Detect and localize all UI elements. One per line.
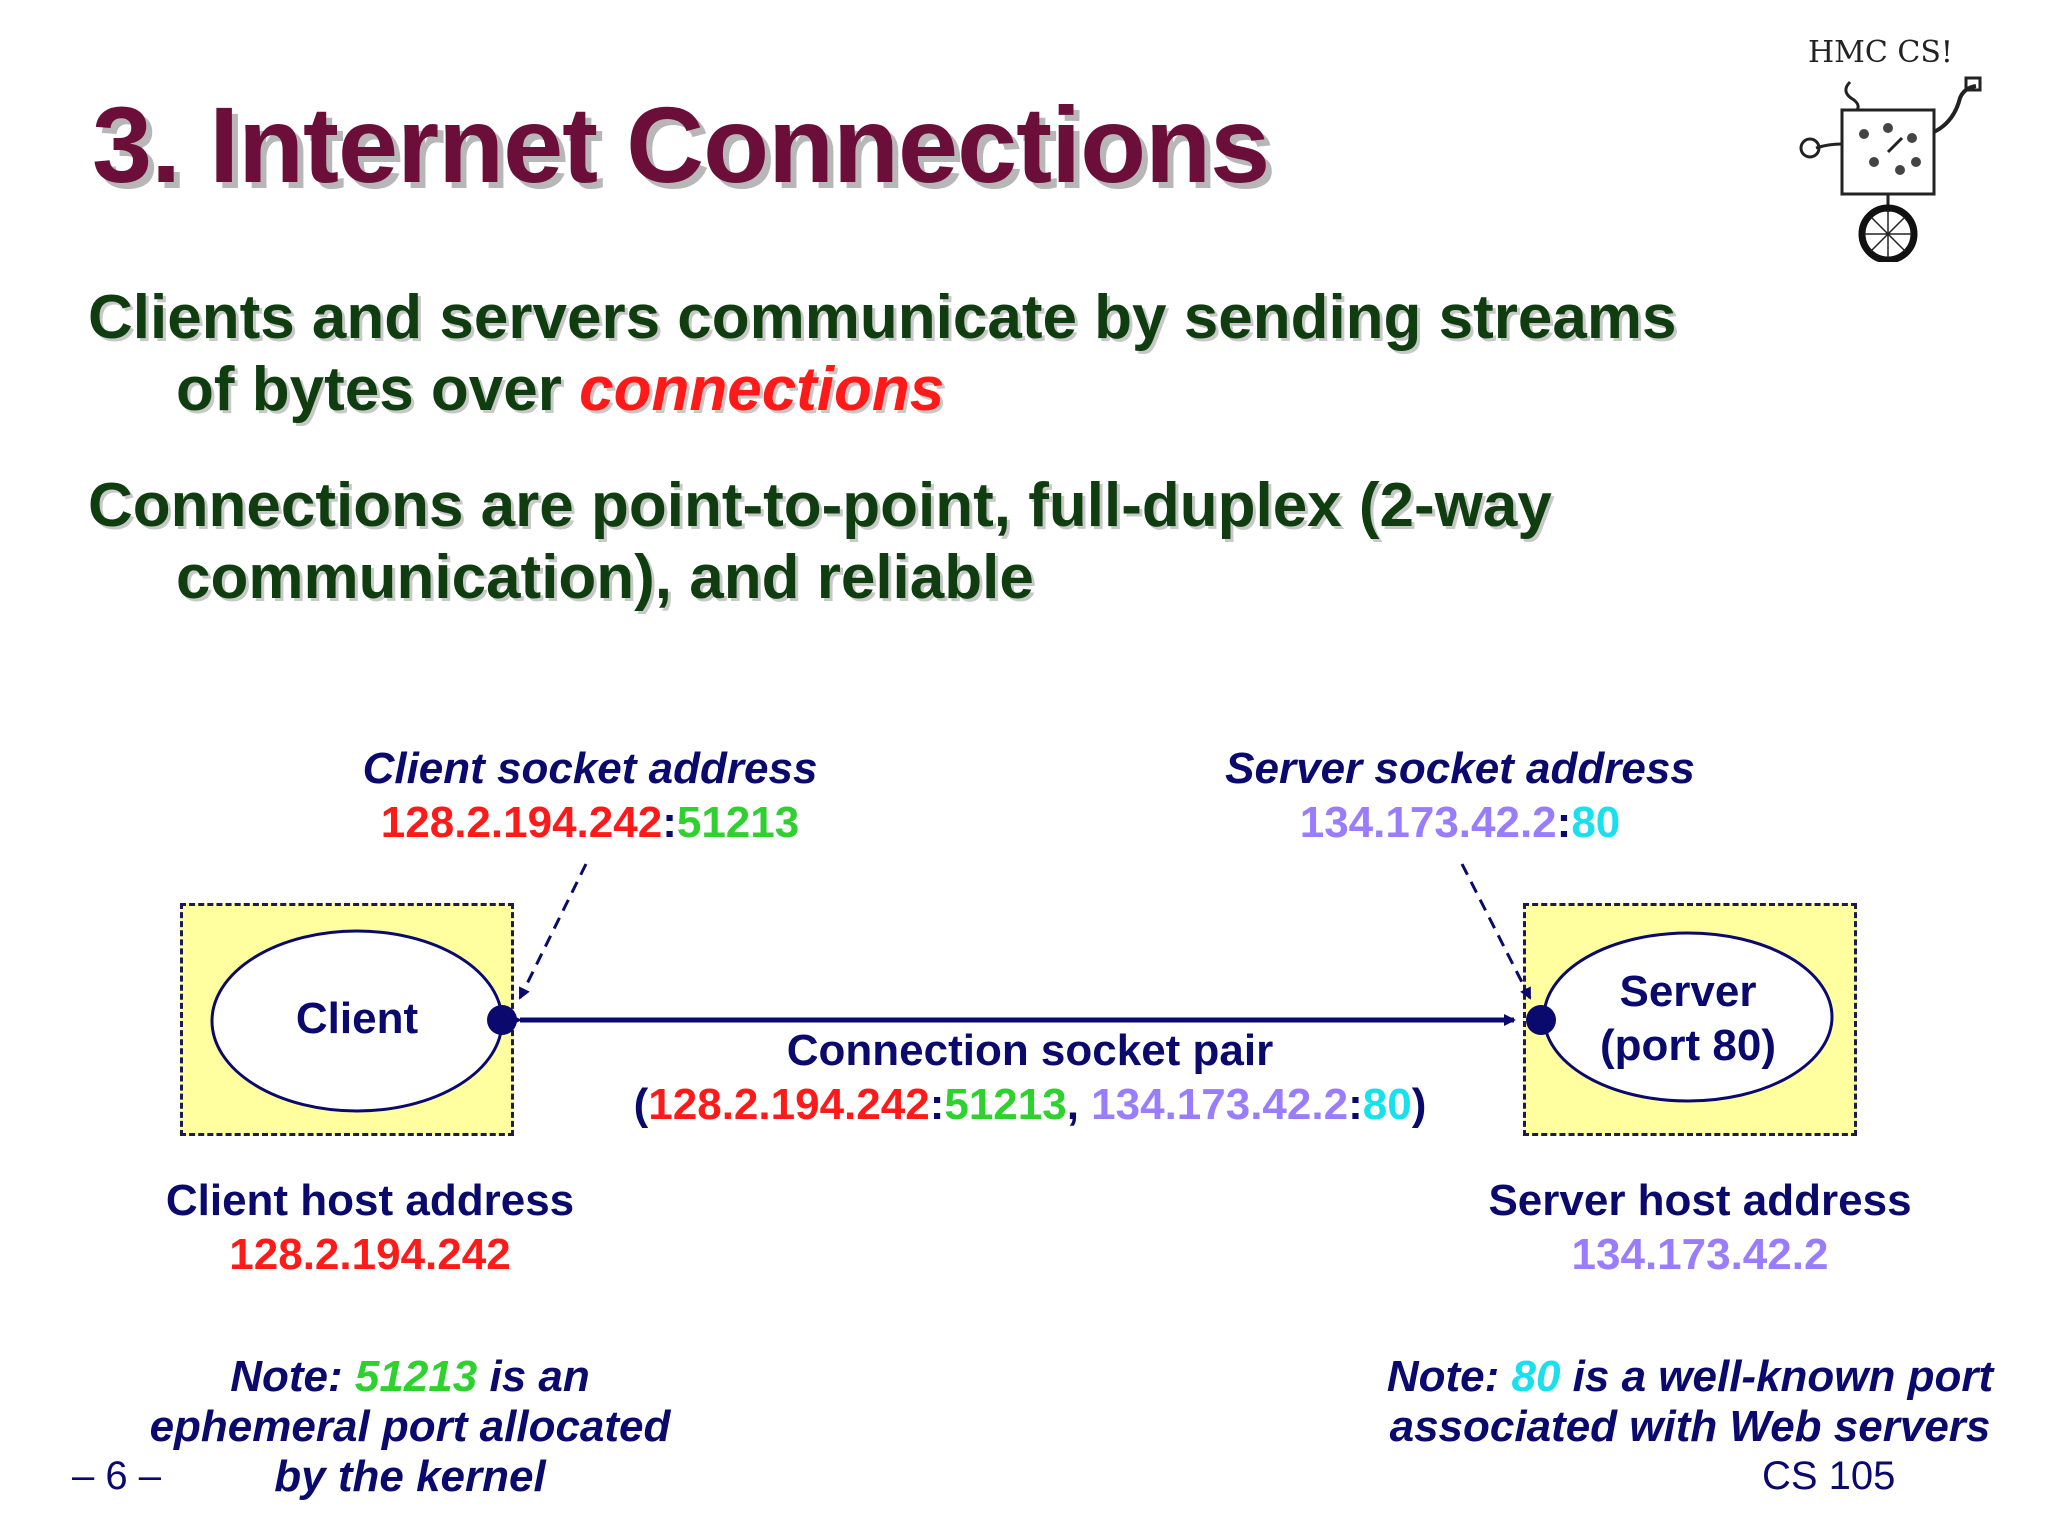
- server-socket-sep: :: [1556, 798, 1572, 847]
- server-note-line1: Note: 80 is a well-known port: [1340, 1352, 2040, 1402]
- client-node-label: Client: [295, 994, 419, 1043]
- pair-open: (: [633, 1080, 649, 1129]
- server-socket-pointer: [1460, 863, 1532, 1000]
- server-socket-ip: 134.173.42.2: [1299, 798, 1557, 847]
- bullet-point-to-point: Connections are point-to-point, full-dup…: [88, 470, 1552, 614]
- pair-close: ): [1411, 1080, 1427, 1129]
- server-socket-port: 80: [1571, 798, 1621, 847]
- client-note-prefix: Note:: [230, 1352, 355, 1401]
- bullet-point-to-point-line2: communication), and reliable: [176, 543, 1034, 612]
- server-node-line1: Server: [1619, 967, 1757, 1016]
- hmc-cs-logo: HMC CS!: [1799, 35, 1982, 262]
- client-socket-address: Client socket address 128.2.194.242:5121…: [340, 742, 840, 850]
- bullet-streams-line2-prefix: of bytes over: [176, 355, 580, 424]
- server-node-label: Server (port 80): [1568, 965, 1808, 1073]
- server-note-prefix: Note:: [1386, 1352, 1512, 1401]
- client-note-line1: Note: 51213 is an: [130, 1352, 690, 1402]
- server-node-line2: (port 80): [1600, 1021, 1776, 1070]
- server-host-address: Server host address 134.173.42.2: [1460, 1174, 1940, 1282]
- server-socket-address: Server socket address 134.173.42.2:80: [1160, 742, 1760, 850]
- pair-client-port: 51213: [944, 1080, 1067, 1129]
- pair-sep2: :: [1348, 1080, 1363, 1129]
- client-socket-heading: Client socket address: [362, 744, 818, 793]
- pair-value: (128.2.194.242:51213, 134.173.42.2:80): [580, 1078, 1480, 1132]
- server-note-rest: is a well-known port: [1560, 1352, 1994, 1401]
- client-socket-sep: :: [662, 798, 677, 847]
- course-label: CS 105: [1762, 1454, 1896, 1498]
- pair-sep1: :: [929, 1080, 945, 1129]
- client-socket-dot: [487, 1005, 517, 1035]
- server-socket-value: 134.173.42.2:80: [1160, 796, 1760, 850]
- server-note-port: 80: [1511, 1352, 1561, 1401]
- client-note-rest: is an: [477, 1352, 590, 1401]
- server-host-heading: Server host address: [1488, 1176, 1912, 1225]
- slide-title: 3. Internet Connections: [92, 84, 1270, 205]
- bullet-streams: Clients and servers communicate by sendi…: [88, 282, 1676, 426]
- pair-client-ip: 128.2.194.242: [648, 1080, 930, 1129]
- server-socket-dot: [1526, 1005, 1556, 1035]
- slide-number: – 6 –: [72, 1454, 161, 1498]
- server-port-note: Note: 80 is a well-known port associated…: [1340, 1352, 2040, 1452]
- server-note-line2: associated with Web servers: [1389, 1402, 1991, 1451]
- client-socket-pointer: [518, 863, 588, 1000]
- bullet-streams-line1: Clients and servers communicate by sendi…: [88, 283, 1677, 352]
- client-host-address: Client host address 128.2.194.242: [130, 1174, 610, 1282]
- connections-highlight: connections: [579, 355, 945, 424]
- client-note-port: 51213: [354, 1352, 478, 1401]
- client-socket-ip: 128.2.194.242: [380, 798, 663, 847]
- client-socket-value: 128.2.194.242:51213: [340, 796, 840, 850]
- client-port-note: Note: 51213 is an ephemeral port allocat…: [130, 1352, 690, 1502]
- bullet-point-to-point-line1: Connections are point-to-point, full-dup…: [88, 471, 1552, 540]
- client-note-line3: by the kernel: [274, 1452, 546, 1501]
- pair-server-port: 80: [1362, 1080, 1412, 1129]
- pair-comma: ,: [1066, 1080, 1092, 1129]
- client-note-line2: ephemeral port allocated: [149, 1402, 671, 1451]
- client-host-ip: 128.2.194.242: [229, 1230, 511, 1279]
- logo-text: HMC CS!: [1808, 35, 1953, 70]
- pair-server-ip: 134.173.42.2: [1091, 1080, 1349, 1129]
- bullet-streams-line2: of bytes over connections: [88, 354, 1676, 426]
- pair-heading: Connection socket pair: [786, 1026, 1274, 1075]
- server-socket-heading: Server socket address: [1225, 744, 1695, 793]
- client-host-heading: Client host address: [165, 1176, 575, 1225]
- client-socket-port: 51213: [676, 798, 800, 847]
- connection-socket-pair: Connection socket pair (128.2.194.242:51…: [580, 1024, 1480, 1132]
- server-host-ip: 134.173.42.2: [1571, 1230, 1829, 1279]
